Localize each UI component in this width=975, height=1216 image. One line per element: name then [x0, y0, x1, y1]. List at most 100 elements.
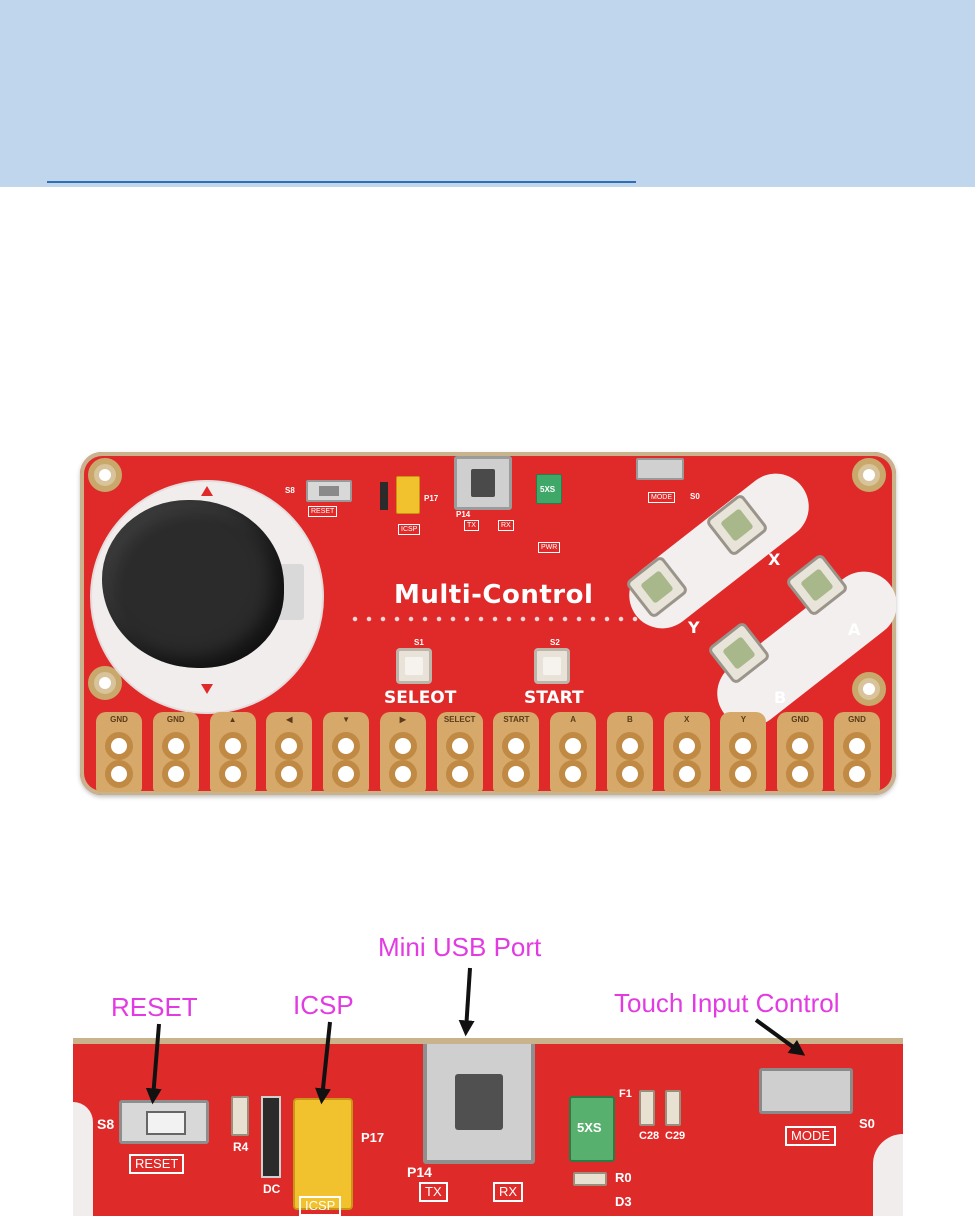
joystick-up-arrow-icon — [201, 486, 213, 496]
mode-code-label: S0 — [690, 492, 700, 501]
mode-switch[interactable] — [636, 458, 684, 480]
zoom-r0-resistor — [573, 1172, 607, 1186]
joystick-ring-edge — [73, 1102, 93, 1216]
fuse-label: 5XS — [540, 485, 556, 494]
joystick-down-arrow-icon — [201, 684, 213, 694]
icsp-code-label: P17 — [424, 494, 439, 503]
select-button-label: SELEOT — [384, 688, 457, 708]
pin-label: X — [663, 712, 710, 728]
pin-gnd-4[interactable]: GND — [833, 712, 880, 792]
zoom-d3-label: D3 — [615, 1194, 632, 1209]
header-band — [0, 0, 975, 187]
pin-b[interactable]: B — [606, 712, 653, 792]
start-button-label: START — [524, 688, 584, 708]
pin-left[interactable]: ◀ — [266, 712, 313, 792]
arrow-reset — [145, 1023, 162, 1105]
mount-hole-bottom-right — [852, 672, 886, 706]
pin-select[interactable]: SELECT — [436, 712, 483, 792]
zoom-icsp-code-label: P17 — [361, 1130, 385, 1145]
rx-label: RX — [498, 520, 514, 531]
pin-y[interactable]: Y — [720, 712, 767, 792]
reset-code-label: S8 — [285, 486, 295, 495]
face-pad-edge — [873, 1134, 903, 1216]
x-button-label: X — [768, 550, 781, 569]
zoom-mode-code-label: S0 — [859, 1116, 875, 1131]
pin-label: GND — [833, 712, 880, 728]
zoom-dc-label: DC — [263, 1182, 281, 1196]
a-button-label: A — [848, 620, 861, 639]
zoom-icsp-silk-label: ICSP — [299, 1196, 342, 1216]
zoom-r4-label: R4 — [233, 1140, 249, 1154]
pin-label: ▼ — [323, 712, 370, 728]
mini-usb-port[interactable] — [454, 456, 512, 510]
zoom-f1-label: F1 — [619, 1088, 632, 1100]
pin-gnd-1[interactable]: GND — [96, 712, 142, 792]
pin-label: GND — [777, 712, 824, 728]
zoom-r0-label: R0 — [615, 1170, 632, 1185]
tx-label: TX — [464, 520, 479, 531]
pin-start[interactable]: START — [493, 712, 540, 792]
zoom-usb-code-label: P14 — [407, 1164, 432, 1180]
pin-label: ▲ — [209, 712, 256, 728]
pin-label: GND — [96, 712, 142, 728]
select-button[interactable] — [396, 648, 432, 684]
usb-code-label: P14 — [456, 510, 471, 519]
pin-up[interactable]: ▲ — [209, 712, 256, 792]
multi-control-board: S8 RESET P17 ICSP P14 TX RX 5XS PWR MODE… — [80, 452, 896, 795]
fuse-chip: 5XS — [536, 474, 562, 504]
callout-icsp: ICSP — [293, 990, 354, 1020]
reset-switch[interactable] — [306, 480, 352, 502]
pin-gnd-3[interactable]: GND — [777, 712, 824, 792]
arrow-touch-input — [754, 1018, 806, 1056]
pin-label: ▶ — [379, 712, 426, 728]
mount-hole-top-left — [88, 458, 122, 492]
mount-hole-top-right — [852, 458, 886, 492]
start-code-label: S2 — [550, 638, 560, 647]
pwr-label: PWR — [538, 542, 561, 553]
arrow-icsp — [315, 1021, 332, 1105]
callout-reset: RESET — [111, 992, 198, 1022]
pin-gnd-2[interactable]: GND — [152, 712, 199, 792]
icsp-silk-label: ICSP — [398, 524, 421, 535]
b-button-label: B — [774, 688, 787, 707]
zoom-reset-switch[interactable] — [119, 1100, 209, 1144]
mode-silk-label: MODE — [648, 492, 675, 503]
zoom-tx-label: TX — [419, 1182, 448, 1202]
callout-mini-usb-port: Mini USB Port — [378, 932, 542, 962]
icsp-header — [396, 476, 420, 514]
y-button-label: Y — [688, 618, 700, 637]
zoom-mode-silk-label: MODE — [785, 1126, 836, 1146]
pin-label: A — [550, 712, 597, 728]
zoom-c29-capacitor — [665, 1090, 681, 1126]
zoom-fuse-chip: 5XS — [569, 1096, 615, 1162]
pin-label: ◀ — [266, 712, 313, 728]
pin-right[interactable]: ▶ — [379, 712, 426, 792]
pin-down[interactable]: ▼ — [323, 712, 370, 792]
pin-label: START — [493, 712, 540, 728]
pin-label: SELECT — [436, 712, 483, 728]
dc-diode — [380, 482, 388, 510]
header-rule — [47, 181, 636, 183]
zoom-rx-label: RX — [493, 1182, 524, 1202]
pin-label: Y — [720, 712, 767, 728]
pin-header-row: GND GND ▲ ◀ ▼ ▶ SELECT START A B X Y GND… — [96, 712, 880, 792]
pin-x[interactable]: X — [663, 712, 710, 792]
pin-label: B — [606, 712, 653, 728]
zoom-mini-usb-port[interactable] — [423, 1044, 535, 1164]
joystick-knob[interactable] — [102, 500, 284, 668]
select-code-label: S1 — [414, 638, 424, 647]
pin-label: GND — [152, 712, 199, 728]
zoom-reset-code-label: S8 — [97, 1116, 115, 1132]
reset-silk-label: RESET — [308, 506, 338, 517]
zoom-c28-capacitor — [639, 1090, 655, 1126]
callout-touch-input-control: Touch Input Control — [614, 988, 840, 1018]
zoom-dc-diode — [261, 1096, 281, 1178]
zoom-fuse-label: 5XS — [577, 1120, 602, 1135]
pin-a[interactable]: A — [550, 712, 597, 792]
zoom-mode-switch[interactable] — [759, 1068, 853, 1114]
arrow-usb — [458, 967, 475, 1037]
board-zoom-view: S8 RESET R4 DC P17 ICSP P14 TX RX 5XS F1… — [73, 1038, 903, 1216]
start-button[interactable] — [534, 648, 570, 684]
zoom-c28-label: C28 — [639, 1130, 660, 1142]
led-dot-row — [348, 616, 638, 622]
